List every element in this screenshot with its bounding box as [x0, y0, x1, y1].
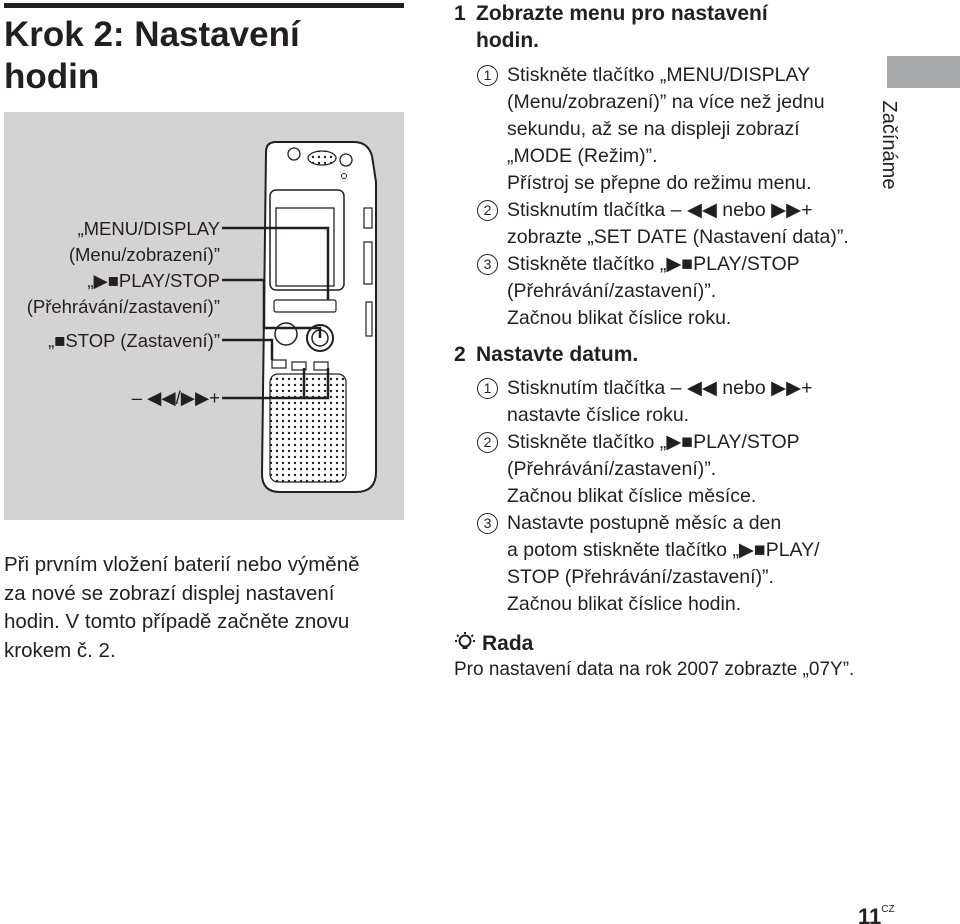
- page-title: Krok 2: Nastavení hodin: [4, 15, 300, 96]
- step-marker: 3: [477, 513, 498, 534]
- tip-heading: Rada: [454, 630, 533, 657]
- step-2-substep-1: 1 Stisknutím tlačítka – ◀◀ nebo ▶▶+ nast…: [477, 375, 877, 429]
- callout-stop: „■STOP (Zastavení)”: [48, 330, 220, 351]
- callout-skip: – ◀◀/▶▶+: [131, 387, 220, 408]
- step-marker: 2: [477, 432, 498, 453]
- page-number: 11CZ: [858, 904, 895, 924]
- callout-play-stop: „▶■PLAY/STOP (Přehrávání/zastavení)”: [26, 270, 220, 317]
- step-marker: 3: [477, 254, 498, 275]
- step-marker: 1: [477, 378, 498, 399]
- recorder-device-icon: [222, 141, 377, 493]
- top-rule: [4, 3, 404, 8]
- step-1-substep-1: 1 Stiskněte tlačítko „MENU/DISPLAY (Menu…: [477, 62, 877, 197]
- tip-text: Pro nastavení data na rok 2007 zobrazte …: [454, 659, 855, 680]
- step-marker: 2: [477, 200, 498, 221]
- step-1-substep-3: 3 Stiskněte tlačítko „▶■PLAY/STOP (Přehr…: [477, 251, 877, 332]
- section-tab: [887, 56, 960, 88]
- step-2-substep-3: 3 Nastavte postupně měsíc a den a potom …: [477, 510, 877, 618]
- step-marker: 1: [477, 65, 498, 86]
- lightbulb-icon: [455, 632, 475, 649]
- callout-menu-display: „MENU/DISPLAY (Menu/zobrazení)”: [68, 218, 220, 265]
- step-1-substep-2: 2 Stisknutím tlačítka – ◀◀ nebo ▶▶+ zobr…: [477, 197, 877, 251]
- intro-paragraph: Při prvním vložení baterií nebo výměně z…: [4, 553, 360, 662]
- device-figure: „MENU/DISPLAY (Menu/zobrazení)” „▶■PLAY/…: [4, 112, 404, 520]
- step-2-substep-2: 2 Stiskněte tlačítko „▶■PLAY/STOP (Přehr…: [477, 429, 877, 510]
